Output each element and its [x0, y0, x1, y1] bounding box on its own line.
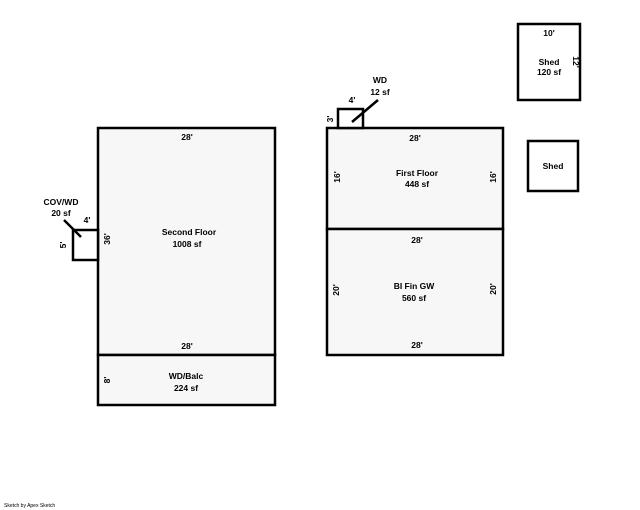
first-floor-top-dim: 28' — [409, 133, 420, 143]
second-floor-left-dim: 36' — [102, 233, 112, 244]
second-floor-bottom-dim: 28' — [181, 341, 192, 351]
wd-width-dim: 4' — [349, 95, 356, 105]
cov-wd-area: 20 sf — [51, 208, 71, 218]
wd-balc-room — [96, 353, 277, 407]
second-floor-room — [96, 126, 277, 357]
cov-wd-room — [71, 228, 100, 262]
wd-balc-left-dim: 8' — [102, 377, 112, 384]
shed-room-small — [526, 139, 580, 193]
bi-fin-gw-top-dim: 28' — [411, 235, 422, 245]
wd-room — [336, 107, 365, 130]
first-floor-area: 448 sf — [405, 179, 429, 189]
wd-name: WD — [373, 75, 387, 85]
first-floor-name: First Floor — [396, 168, 439, 178]
shed-large-area: 120 sf — [537, 67, 561, 77]
wd-leader-line — [351, 99, 379, 123]
second-floor-name: Second Floor — [162, 227, 217, 237]
first-floor-room — [325, 126, 505, 231]
wd-balc-area: 224 sf — [174, 383, 198, 393]
first-floor-left-dim: 16' — [332, 171, 342, 182]
bi-fin-gw-right-dim: 20' — [488, 283, 498, 294]
wd-area: 12 sf — [370, 87, 390, 97]
bi-fin-gw-left-dim: 20' — [331, 284, 341, 295]
cov-wd-leader-line — [63, 219, 82, 238]
cov-wd-height-dim: 5' — [58, 242, 68, 249]
wd-height-dim: 3' — [325, 116, 335, 123]
wd-balc-name: WD/Balc — [169, 371, 204, 381]
footer-credit: Sketch by Apex Sketch — [4, 503, 56, 509]
first-floor-right-dim: 16' — [488, 171, 498, 182]
shed-large-top-dim: 10' — [543, 28, 554, 38]
shed-large-right-dim: 12' — [571, 56, 581, 67]
shed-room-large — [516, 22, 582, 102]
second-floor-top-dim: 28' — [181, 132, 192, 142]
shed-small-name: Shed — [543, 161, 564, 171]
cov-wd-width-dim: 4' — [84, 215, 91, 225]
second-floor-area: 1008 sf — [173, 239, 202, 249]
shed-large-name: Shed — [539, 57, 560, 67]
bi-fin-gw-bottom-dim: 28' — [411, 340, 422, 350]
bi-fin-gw-room — [325, 227, 505, 357]
cov-wd-name: COV/WD — [44, 197, 79, 207]
bi-fin-gw-name: BI Fin GW — [394, 281, 436, 291]
bi-fin-gw-area: 560 sf — [402, 293, 426, 303]
